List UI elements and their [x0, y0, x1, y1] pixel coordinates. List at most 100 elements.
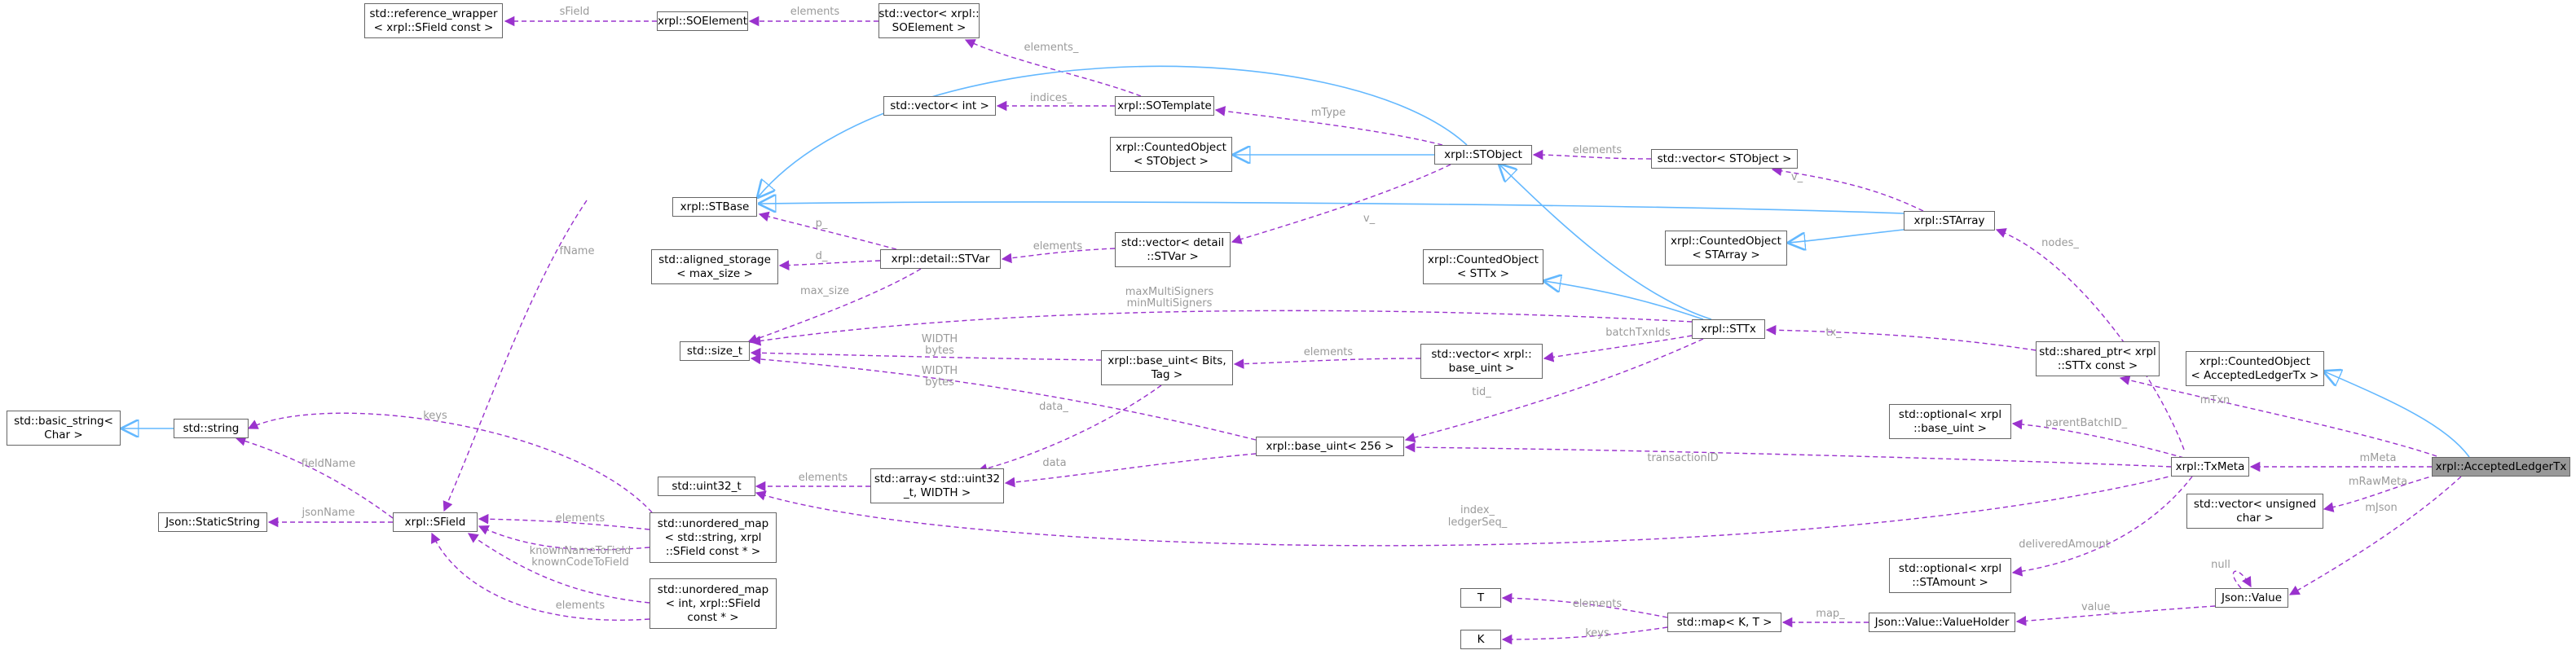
node-label-line: < STObject > [1134, 154, 1209, 168]
edge-label-tx: tx_ [1825, 327, 1842, 339]
edge-label-d: d_ [816, 250, 828, 262]
node-label-line: std::vector< int > [890, 99, 989, 112]
node-stobject[interactable]: xrpl::STObject [1434, 145, 1532, 165]
node-size-t[interactable]: std::size_t [680, 341, 750, 361]
edge-starray-stbase [760, 202, 1904, 214]
edge-label-batchtxnids: batchTxnIds [1605, 327, 1671, 339]
edge-txmeta-uint32 [755, 474, 2177, 547]
node-reference-wrapper[interactable]: std::reference_wrapper< xrpl::SField con… [364, 3, 503, 38]
edge-label-elements: elements [1573, 144, 1623, 156]
edge-sttx-stobject [1499, 165, 1712, 320]
node-sfield[interactable]: xrpl::SField [393, 512, 478, 532]
edge-map-t [1501, 593, 1668, 618]
node-acceptedledgertx[interactable]: xrpl::AcceptedLedgerTx [2432, 457, 2570, 477]
node-counted-starray[interactable]: xrpl::CountedObject< STArray > [1665, 231, 1787, 266]
edge-shared-ptr-sttx [1765, 324, 2037, 351]
edge-sttx-vector-base-uint [1543, 335, 1693, 362]
edge-label-fname: fName [560, 245, 595, 257]
edge-acceptedledgertx-counted [2324, 371, 2470, 458]
node-optional-base-uint[interactable]: std::optional< xrpl::base_uint > [1889, 404, 2011, 439]
edge-label-elements: elements [1033, 240, 1083, 253]
node-basic-string[interactable]: std::basic_string<Char > [7, 411, 121, 446]
edge-txmeta-optional-base-uint [2011, 419, 2185, 459]
node-unordered-map-string[interactable]: std::unordered_map< std::string, xrpl::S… [650, 512, 777, 563]
edge-unordered-map-string-sfield [478, 513, 650, 530]
node-label-line: Tag > [1151, 367, 1183, 381]
node-label-line: < int, xrpl::SField [665, 596, 761, 610]
edge-label-max-size: max_size [800, 285, 849, 297]
node-stvar[interactable]: xrpl::detail::STVar [880, 249, 1001, 269]
node-map-kt[interactable]: std::map< K, T > [1667, 613, 1781, 632]
node-sotemplate[interactable]: xrpl::SOTemplate [1115, 96, 1214, 116]
node-label-line: std::array< std::uint32 [874, 472, 1001, 485]
edge-label-bytes: bytes [925, 376, 954, 389]
node-json-staticstring[interactable]: Json::StaticString [158, 512, 267, 532]
node-label-line: < max_size > [676, 266, 753, 280]
node-vector-stobject[interactable]: std::vector< STObject > [1651, 149, 1798, 169]
node-label-line: xrpl::STBase [680, 200, 750, 213]
edge-base-uint-bits-size-t [750, 347, 1102, 361]
node-label-line: std::vector< unsigned [2193, 497, 2317, 511]
node-vector-int[interactable]: std::vector< int > [883, 96, 996, 116]
edge-unordered-map-string-keys [247, 412, 653, 513]
node-label-line: std::uint32_t [672, 479, 742, 493]
edge-label-sfield: sField [560, 6, 590, 18]
node-label-line: < AcceptedLedgerTx > [2191, 368, 2319, 382]
node-starray[interactable]: xrpl::STArray [1904, 211, 1995, 231]
node-valueholder[interactable]: Json::Value::ValueHolder [1869, 613, 2015, 632]
node-label-line: Json::StaticString [165, 515, 260, 529]
edge-label-transactionid: transactionID [1647, 452, 1718, 464]
node-array-uint32[interactable]: std::array< std::uint32_t, WIDTH > [870, 468, 1004, 503]
node-vector-stvar[interactable]: std::vector< detail::STVar > [1115, 232, 1231, 267]
edge-label-elements: elements [556, 600, 605, 612]
node-label-line: std::vector< xrpl:: [878, 7, 980, 20]
node-base-uint-bits[interactable]: xrpl::base_uint< Bits,Tag > [1101, 350, 1233, 385]
node-label-line: std::basic_string< [14, 414, 113, 428]
edge-base-uint-bits-array [976, 384, 1162, 474]
edge-label-deliveredamount: deliveredAmount [2019, 538, 2110, 551]
edge-label-value: value_ [2081, 601, 2116, 613]
edge-acceptedledgertx-shared-ptr [2119, 375, 2437, 457]
edge-label-p: p_ [816, 217, 828, 230]
node-t[interactable]: T [1460, 588, 1501, 608]
node-aligned-storage[interactable]: std::aligned_storage< max_size > [651, 249, 778, 284]
edge-label-keys: keys [423, 410, 447, 422]
node-label-line: std::optional< xrpl [1898, 561, 2002, 575]
node-soelement[interactable]: xrpl::SOElement [657, 11, 748, 31]
node-stbase[interactable]: xrpl::STBase [672, 197, 757, 217]
node-counted-stobject[interactable]: xrpl::CountedObject< STObject > [1110, 137, 1232, 172]
edge-label-indices: indices_ [1030, 92, 1073, 104]
node-counted-acceptedledgertx[interactable]: xrpl::CountedObject< AcceptedLedgerTx > [2186, 351, 2324, 386]
edge-acceptedledgertx-json-value [2288, 476, 2462, 595]
edge-label-width: WIDTH [922, 333, 958, 345]
edge-label-width: WIDTH [922, 365, 958, 377]
edge-starray-vector-stobject [1771, 165, 1924, 212]
edge-starray-counted [1789, 229, 1904, 243]
edge-label-data-: data_ [1039, 401, 1068, 413]
node-label-line: std::vector< detail [1121, 235, 1225, 249]
edge-sttx-size-t-maxmulti [750, 310, 1693, 346]
node-vector-base-uint[interactable]: std::vector< xrpl::base_uint > [1420, 344, 1543, 379]
node-txmeta[interactable]: xrpl::TxMeta [2171, 457, 2249, 477]
node-label-line: xrpl::STArray [1913, 213, 1985, 227]
node-optional-stamount[interactable]: std::optional< xrpl::STAmount > [1889, 558, 2011, 593]
node-label-line: std::map< K, T > [1676, 615, 1772, 629]
node-label-line: T [1477, 591, 1485, 604]
node-label-line: Char > [44, 428, 83, 442]
node-k[interactable]: K [1460, 630, 1501, 649]
edge-stbase-sfield [443, 200, 588, 512]
edge-label-mrawmeta: mRawMeta [2349, 476, 2407, 488]
node-uint32[interactable]: std::uint32_t [658, 477, 755, 496]
node-vector-soelement[interactable]: std::vector< xrpl::SOElement > [878, 3, 980, 38]
node-shared-ptr-sttx[interactable]: std::shared_ptr< xrpl::STTx const > [2036, 341, 2160, 376]
node-json-value[interactable]: Json::Value [2215, 588, 2288, 608]
edge-sttx-base-uint-256 [1404, 338, 1704, 443]
node-string[interactable]: std::string [174, 419, 249, 438]
node-label-line: ::STAmount > [1912, 575, 1988, 589]
node-base-uint-256[interactable]: xrpl::base_uint< 256 > [1256, 437, 1404, 456]
node-counted-sttx[interactable]: xrpl::CountedObject< STTx > [1423, 249, 1543, 284]
node-sttx[interactable]: xrpl::STTx [1692, 319, 1765, 339]
edge-label-jsonname: jsonName [302, 507, 355, 519]
